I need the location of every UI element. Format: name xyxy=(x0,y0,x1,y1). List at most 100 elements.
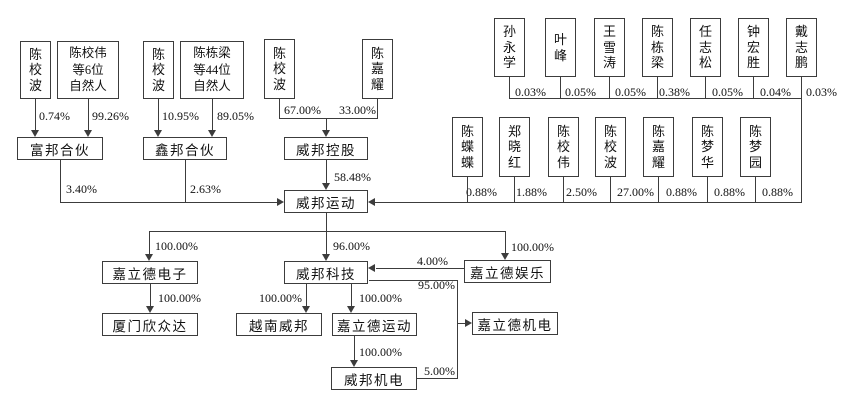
node-s6: 陈梦华 xyxy=(692,117,723,177)
node-label: 陈梦华 xyxy=(700,123,714,170)
connector-line xyxy=(755,177,756,203)
node-p1: 陈校波 xyxy=(20,41,51,99)
ownership-pct-e11: 0.05% xyxy=(565,85,596,99)
node-label: 陈校波 xyxy=(151,46,165,93)
arrowhead-d xyxy=(145,254,153,261)
node-label: 嘉立德娱乐 xyxy=(470,265,545,281)
arrowhead-l xyxy=(368,198,375,206)
node-r7: 戴志鹏 xyxy=(786,18,817,77)
node-label: 越南威邦 xyxy=(249,318,309,334)
node-label: 陈校伟 等6位 自然人 xyxy=(69,46,107,94)
ownership-pct-e4: 89.05% xyxy=(217,109,254,123)
node-label: 威邦机电 xyxy=(344,372,404,388)
connector-line xyxy=(514,177,515,203)
connector-line xyxy=(185,160,186,203)
ownership-pct-e3: 10.95% xyxy=(162,109,199,123)
arrowhead-r xyxy=(277,198,284,206)
node-label: 威邦控股 xyxy=(296,142,356,158)
connector-line xyxy=(158,99,159,131)
node-label: 富邦合伙 xyxy=(30,142,90,158)
ownership-pct-e23: 0.88% xyxy=(762,185,793,199)
ownership-pct-e18: 1.88% xyxy=(516,185,547,199)
connector-line xyxy=(149,231,506,232)
connector-line xyxy=(705,77,706,98)
node-label: 陈校波 xyxy=(28,46,42,93)
node-r5: 任志松 xyxy=(690,18,721,77)
ownership-pct-e8: 3.40% xyxy=(66,182,97,196)
connector-line xyxy=(609,77,610,98)
ownership-pct-e7: 58.48% xyxy=(334,170,371,184)
node-wb-holding: 威邦控股 xyxy=(284,137,368,160)
arrowhead-d xyxy=(31,130,39,137)
ownership-pct-e24: 100.00% xyxy=(155,239,198,253)
ownership-pct-e21: 0.88% xyxy=(666,185,697,199)
connector-line xyxy=(658,177,659,203)
arrowhead-d xyxy=(146,306,154,313)
node-s5: 陈嘉耀 xyxy=(643,117,674,177)
connector-line xyxy=(610,177,611,203)
node-s7: 陈梦园 xyxy=(740,117,771,177)
connector-line xyxy=(509,77,510,98)
ownership-pct-e31: 4.00% xyxy=(417,254,448,268)
node-label: 厦门欣众达 xyxy=(112,318,188,334)
node-label: 陈梦园 xyxy=(748,123,762,170)
node-wb-mech: 威邦机电 xyxy=(331,367,417,390)
connector-line xyxy=(657,77,658,98)
connector-line xyxy=(326,213,327,231)
connector-line xyxy=(351,284,352,308)
node-fubang: 富邦合伙 xyxy=(17,137,103,160)
arrowhead-d xyxy=(350,360,358,367)
arrowhead-d xyxy=(302,306,310,313)
arrowhead-d xyxy=(154,130,162,137)
node-wb-sports: 威邦运动 xyxy=(284,190,368,213)
node-label: 叶峰 xyxy=(553,31,567,63)
connector-line xyxy=(279,99,280,119)
node-s2: 郑晓红 xyxy=(499,117,530,177)
ownership-pct-e5: 67.00% xyxy=(284,103,321,117)
node-r1: 孙永学 xyxy=(494,18,525,77)
arrowhead-d xyxy=(322,130,330,137)
connector-line xyxy=(306,284,307,308)
arrowhead-d xyxy=(322,183,330,190)
node-r2: 叶峰 xyxy=(545,18,576,77)
connector-line xyxy=(149,231,150,256)
ownership-pct-e25: 96.00% xyxy=(333,239,370,253)
node-jld-mech: 嘉立德机电 xyxy=(472,312,558,335)
connector-line xyxy=(457,323,465,324)
connector-line xyxy=(326,118,327,132)
node-label: 陈栋梁 等44位 自然人 xyxy=(193,46,231,94)
node-xiamen: 厦门欣众达 xyxy=(102,313,198,336)
node-label: 嘉立德运动 xyxy=(337,318,412,334)
node-r4: 陈栋梁 xyxy=(642,18,673,77)
node-label: 威邦运动 xyxy=(296,195,356,211)
node-label: 威邦科技 xyxy=(296,266,356,282)
arrowhead-l xyxy=(368,264,375,272)
node-s1: 陈蝶蝶 xyxy=(452,117,483,177)
connector-line xyxy=(375,202,802,203)
ownership-pct-e12: 0.05% xyxy=(615,85,646,99)
connector-line xyxy=(60,202,277,203)
connector-line xyxy=(457,280,458,379)
connector-line xyxy=(35,99,36,131)
node-r3: 王雪涛 xyxy=(594,18,625,77)
ownership-pct-e28: 100.00% xyxy=(259,291,302,305)
node-xinbang: 鑫邦合伙 xyxy=(143,137,227,160)
ownership-pct-e26: 100.00% xyxy=(511,240,554,254)
ownership-pct-e17: 0.88% xyxy=(466,185,497,199)
node-label: 王雪涛 xyxy=(602,24,616,71)
ownership-pct-e2: 99.26% xyxy=(92,109,129,123)
node-jld-sports: 嘉立德运动 xyxy=(332,313,417,336)
arrowhead-d xyxy=(322,254,330,261)
ownership-pct-e22: 0.88% xyxy=(714,185,745,199)
connector-line xyxy=(753,77,754,98)
connector-line xyxy=(354,336,355,362)
connector-line xyxy=(326,231,327,255)
connector-line xyxy=(212,99,213,131)
arrowhead-d xyxy=(501,253,509,260)
connector-line xyxy=(801,77,802,202)
node-vietnam: 越南威邦 xyxy=(236,313,322,336)
node-r6: 钟宏胜 xyxy=(738,18,769,77)
node-label: 陈校波 xyxy=(272,45,286,92)
node-jld-ent: 嘉立德娱乐 xyxy=(464,260,551,283)
